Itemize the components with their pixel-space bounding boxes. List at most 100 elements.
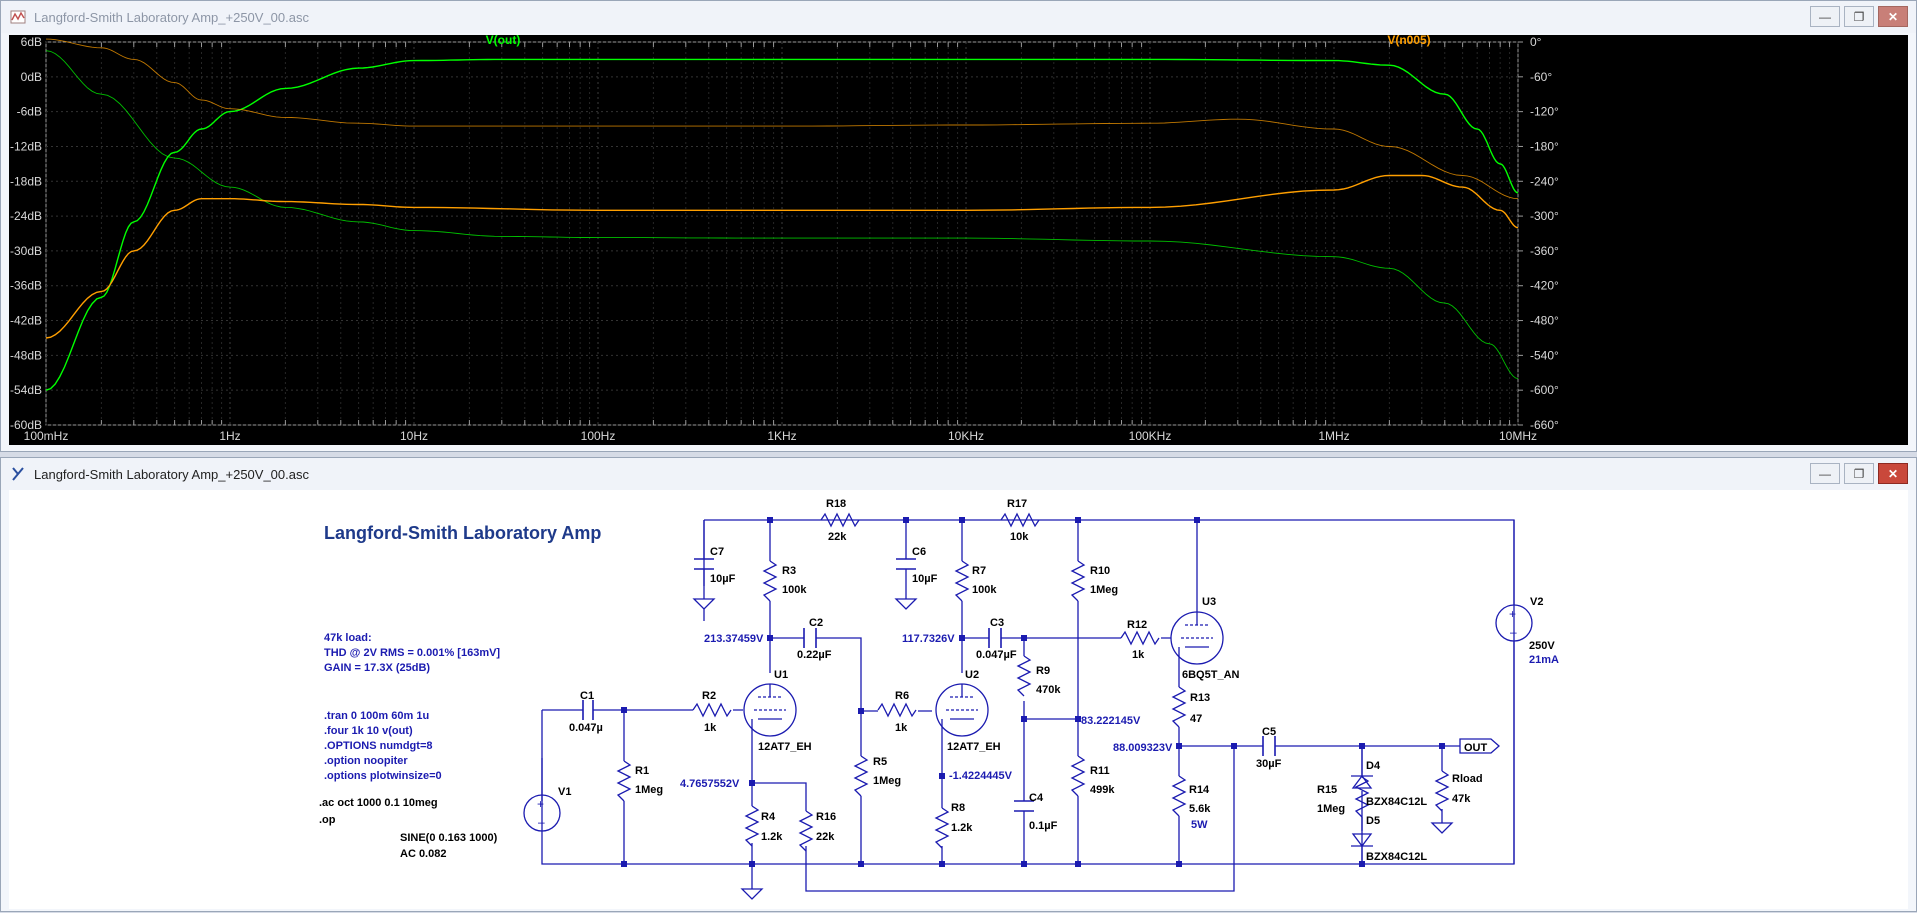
left-axis-tick-label: -54dB [10, 383, 42, 397]
op-point-labels[interactable]: 5W 21mA 213.37459V 117.7326V 4.7657552V … [680, 633, 1559, 831]
left-axis-tick-label: -60dB [10, 418, 42, 432]
out-port[interactable]: OUT [1442, 738, 1500, 754]
model-d5: BZX84C12L [1366, 851, 1427, 863]
label-d5: D5 [1366, 815, 1380, 827]
value-r13: 47 [1190, 713, 1202, 725]
resistor-r16 [798, 810, 814, 852]
resistor-r2 [692, 702, 732, 718]
trace-vout-phase[interactable] [45, 50, 1519, 380]
resistor-r6 [877, 702, 917, 718]
right-axis-tick-label: -540° [1530, 348, 1559, 362]
resistor-rload [1434, 770, 1450, 812]
schematic-window-titlebar[interactable]: Langford-Smith Laboratory Amp_+250V_00.a… [1, 458, 1916, 490]
bode-plot-chart[interactable]: 6dB0dB-6dB-12dB-18dB-24dB-30dB-36dB-42dB… [9, 33, 1908, 445]
component-labels[interactable]: R18 22k R17 10k C7 10µF R3 100k C6 10µF … [558, 498, 1555, 863]
restore-button[interactable]: ❐ [1844, 6, 1874, 27]
power-r14: 5W [1191, 819, 1208, 831]
trace-label-vn005[interactable]: V(n005) [1387, 33, 1430, 47]
label-c4: C4 [1029, 792, 1044, 804]
value-c7: 10µF [710, 573, 736, 585]
resistor-r12 [1120, 630, 1160, 646]
label-r4: R4 [761, 811, 776, 823]
schematic-window[interactable]: Langford-Smith Laboratory Amp_+250V_00.a… [0, 457, 1917, 912]
tube-u3 [1170, 611, 1224, 665]
close-button[interactable]: ✕ [1878, 6, 1908, 27]
x-axis-tick-label: 1MHz [1318, 429, 1349, 443]
zener-diodes [1351, 774, 1373, 848]
right-axis-tick-label: -600° [1530, 383, 1559, 397]
value-c5: 30µF [1256, 758, 1282, 770]
value-r6: 1k [895, 722, 908, 734]
capacitor-c5 [1262, 736, 1276, 756]
directive-line[interactable]: .tran 0 100m 60m 1u [324, 710, 429, 722]
right-axis-tick-label: -420° [1530, 279, 1559, 293]
value-r10: 1Meg [1090, 584, 1118, 596]
left-axis-tick-label: -48dB [10, 348, 42, 362]
left-axis-tick-label: -18dB [10, 174, 42, 188]
left-axis-tick-label: -6dB [17, 105, 42, 119]
right-axis-tick-label: 0° [1530, 35, 1542, 49]
node-voltage-r9-r11: 83.222145V [1081, 715, 1141, 727]
resistor-r8 [934, 807, 950, 849]
restore-button[interactable]: ❐ [1844, 463, 1874, 484]
trace-vn005-magnitude[interactable] [45, 174, 1519, 339]
right-axis-tick-label: -660° [1530, 418, 1559, 432]
trace-vn005-phase[interactable] [45, 38, 1519, 200]
left-axis-tick-label: -24dB [10, 209, 42, 223]
op-command[interactable]: .op [319, 814, 336, 826]
close-button[interactable]: ✕ [1878, 463, 1908, 484]
node-voltage-u1-plate: 213.37459V [704, 633, 764, 645]
directive-line[interactable]: .four 1k 10 v(out) [324, 725, 413, 737]
current-v2: 21mA [1529, 654, 1559, 666]
schematic-drawing[interactable]: +– +– OUT [9, 490, 1908, 908]
plot-window-titlebar[interactable]: Langford-Smith Laboratory Amp_+250V_00.a… [1, 1, 1916, 33]
svg-text:OUT: OUT [1464, 742, 1488, 754]
minimize-button[interactable]: — [1810, 6, 1840, 27]
left-axis-tick-label: 0dB [21, 70, 42, 84]
schematic-window-title: Langford-Smith Laboratory Amp_+250V_00.a… [34, 466, 309, 482]
value-r8: 1.2k [951, 822, 973, 834]
source-value[interactable]: SINE(0 0.163 1000) [400, 832, 498, 844]
junction-dots [621, 517, 1445, 867]
capacitor-c7 [694, 558, 714, 570]
source-v1 [523, 794, 561, 832]
capacitor-c6 [896, 558, 916, 570]
label-u2: U2 [965, 669, 979, 681]
plot-window[interactable]: Langford-Smith Laboratory Amp_+250V_00.a… [0, 0, 1917, 452]
minimize-button[interactable]: — [1810, 463, 1840, 484]
label-r5: R5 [873, 756, 887, 768]
x-axis-tick-label: 10KHz [948, 429, 984, 443]
label-c7: C7 [710, 546, 724, 558]
resistor-r11 [1070, 755, 1086, 797]
schematic-canvas[interactable]: +– +– OUT [9, 490, 1908, 909]
note-line: GAIN = 17.3X (25dB) [324, 662, 430, 674]
spice-directives[interactable]: .tran 0 100m 60m 1u .four 1k 10 v(out) .… [324, 710, 442, 782]
trace-label-vout[interactable]: V(out) [486, 33, 521, 47]
capacitor-symbols [582, 558, 1276, 812]
capacitor-c1 [582, 700, 594, 720]
thd-notes: 47k load: THD @ 2V RMS = 0.001% [163mV] … [324, 632, 500, 674]
plot-window-title: Langford-Smith Laboratory Amp_+250V_00.a… [34, 9, 309, 25]
label-r3: R3 [782, 565, 796, 577]
schematic-heading: Langford-Smith Laboratory Amp [324, 523, 601, 543]
node-voltage-u3-cathode: 88.009323V [1113, 742, 1173, 754]
label-c1: C1 [580, 690, 594, 702]
ac-command[interactable]: .ac oct 1000 0.1 10meg [319, 797, 438, 809]
x-axis-tick-label: 100Hz [581, 429, 616, 443]
directive-line[interactable]: .OPTIONS numdgt=8 [324, 740, 432, 752]
label-c6: C6 [912, 546, 926, 558]
source-polarity: +– +– [537, 607, 1517, 829]
label-v1: V1 [558, 786, 571, 798]
value-r11: 499k [1090, 784, 1115, 796]
value-r3: 100k [782, 584, 807, 596]
directive-line[interactable]: .option noopiter [324, 755, 408, 767]
resistor-r5 [853, 755, 869, 797]
resistor-r1 [616, 760, 632, 802]
analysis-commands[interactable]: .ac oct 1000 0.1 10meg .op SINE(0 0.163 … [319, 797, 498, 860]
label-r10: R10 [1090, 565, 1110, 577]
trace-vout-magnitude[interactable] [45, 58, 1519, 391]
directive-line[interactable]: .options plotwinsize=0 [324, 770, 442, 782]
value-c3: 0.047µF [976, 649, 1017, 661]
source-ac-value[interactable]: AC 0.082 [400, 848, 446, 860]
